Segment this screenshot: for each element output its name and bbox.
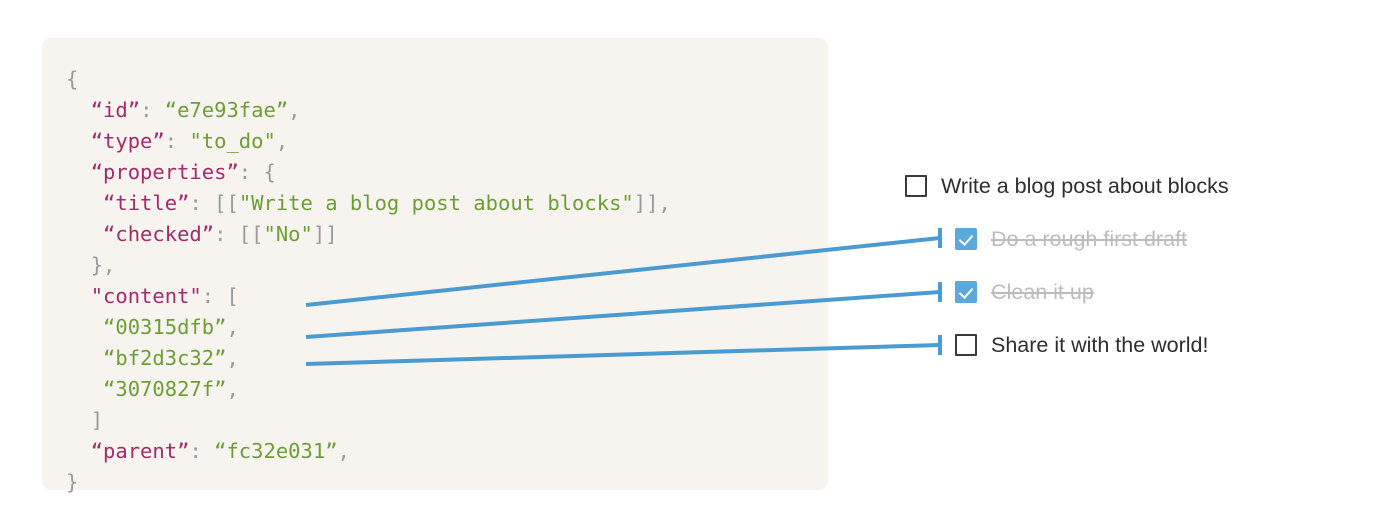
code-token-str: "Write a blog post about blocks" — [238, 191, 634, 215]
checklist-row[interactable]: Share it with the world! — [905, 327, 1365, 363]
code-token-key: “parent” — [90, 439, 190, 463]
code-token-punct: , — [288, 98, 301, 122]
code-token-punct — [66, 253, 91, 277]
checkbox-checked-icon[interactable] — [955, 281, 977, 303]
checkbox-unchecked-icon[interactable] — [955, 334, 977, 356]
code-line-4: “title”: [["Write a blog post about bloc… — [66, 188, 671, 219]
code-token-punct: ]] — [312, 222, 338, 246]
code-line-12: “parent”: “fc32e031”, — [66, 436, 671, 467]
code-token-punct: : { — [238, 160, 276, 184]
code-token-punct: : [ — [201, 284, 239, 308]
checklist-item-label: Clean it up — [991, 279, 1094, 304]
code-token-punct — [66, 160, 91, 184]
checkbox-checked-icon[interactable] — [955, 228, 977, 250]
code-token-punct — [66, 129, 91, 153]
code-token-punct: ]], — [633, 191, 671, 215]
code-token-str: "No" — [263, 222, 313, 246]
code-line-1: “id”: “e7e93fae”, — [66, 95, 671, 126]
code-line-0: { — [66, 64, 671, 95]
code-token-str: “e7e93fae” — [164, 98, 289, 122]
code-token-key: “type” — [90, 129, 165, 153]
code-line-3: “properties”: { — [66, 157, 671, 188]
code-token-brace: }, — [90, 253, 116, 277]
code-line-11: ] — [66, 405, 671, 436]
code-token-str: “fc32e031” — [214, 439, 338, 463]
code-line-7: "content": [ — [66, 281, 671, 312]
code-token-brace: } — [66, 470, 79, 494]
code-token-key: “properties” — [90, 160, 239, 184]
code-token-punct: , — [337, 439, 350, 463]
code-line-2: “type”: "to_do", — [66, 126, 671, 157]
json-code-panel: { “id”: “e7e93fae”, “type”: "to_do", “pr… — [42, 38, 828, 494]
code-line-10: “3070827f”, — [66, 374, 671, 405]
code-token-punct: : — [189, 439, 215, 463]
code-token-punct — [66, 439, 91, 463]
code-token-punct — [66, 284, 91, 308]
code-line-8: “00315dfb”, — [66, 312, 671, 343]
checklist-row[interactable]: Do a rough first draft — [905, 221, 1365, 257]
code-token-punct — [66, 377, 103, 401]
code-token-str: "to_do" — [189, 129, 276, 153]
code-token-key: “title” — [103, 191, 190, 215]
code-line-9: “bf2d3c32”, — [66, 343, 671, 374]
code-token-key: “id” — [90, 98, 141, 122]
code-token-str: “3070827f” — [103, 377, 227, 401]
checklist-item-label: Write a blog post about blocks — [941, 173, 1229, 198]
code-token-brace: ] — [90, 408, 104, 432]
code-token-punct: : — [140, 98, 165, 122]
code-token-punct: , — [226, 315, 239, 339]
code-token-punct: : [[ — [214, 222, 264, 246]
code-token-str: “bf2d3c32” — [103, 346, 227, 370]
todo-checklist: Write a blog post about blocks Do a rough… — [905, 168, 1365, 380]
code-token-punct — [66, 222, 103, 246]
code-token-punct — [66, 315, 103, 339]
checklist-item-label: Share it with the world! — [991, 332, 1209, 357]
checklist-item-label: Do a rough first draft — [991, 226, 1187, 251]
code-line-13: } — [66, 467, 671, 498]
code-token-key: "content" — [90, 284, 202, 308]
code-token-punct: : — [164, 129, 190, 153]
code-token-punct — [66, 191, 103, 215]
code-token-str: “00315dfb” — [103, 315, 227, 339]
code-token-punct — [66, 98, 91, 122]
code-token-punct: , — [226, 346, 239, 370]
code-token-punct — [66, 408, 91, 432]
checklist-row[interactable]: Write a blog post about blocks — [905, 168, 1365, 204]
checklist-row[interactable]: Clean it up — [905, 274, 1365, 310]
code-token-punct: : [[ — [189, 191, 239, 215]
code-token-key: “checked” — [103, 222, 215, 246]
code-line-6: }, — [66, 250, 671, 281]
code-token-brace: { — [66, 67, 79, 91]
json-code-listing: { “id”: “e7e93fae”, “type”: "to_do", “pr… — [66, 64, 671, 498]
code-token-punct — [66, 346, 103, 370]
code-line-5: “checked”: [["No"]] — [66, 219, 671, 250]
code-token-punct: , — [226, 377, 239, 401]
checkbox-unchecked-icon[interactable] — [905, 175, 927, 197]
code-token-punct: , — [275, 129, 289, 153]
